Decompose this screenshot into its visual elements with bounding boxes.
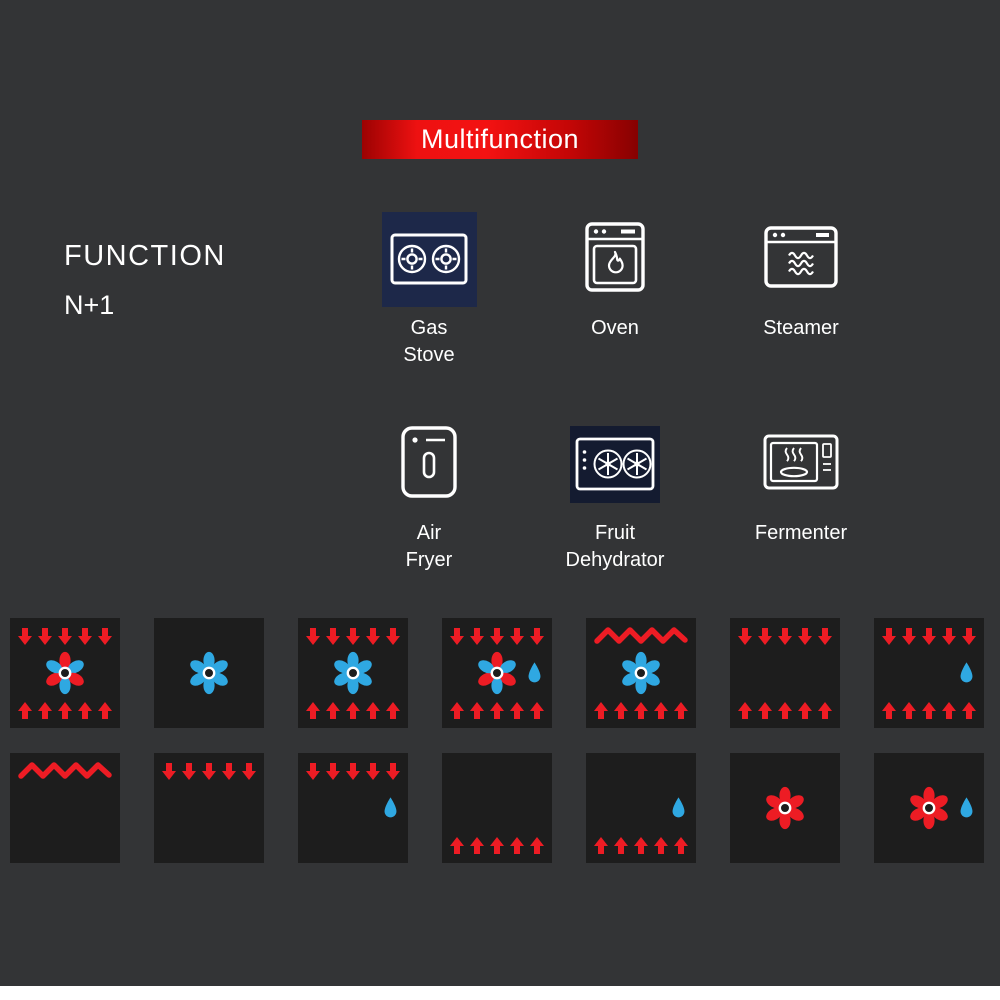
mode-tile-13: [730, 753, 840, 863]
mode-tile-9: [154, 753, 264, 863]
steam-droplet-icon: [670, 797, 687, 820]
appliance-air-fryer: Air Fryer: [340, 415, 518, 574]
mode-tile-12: [586, 753, 696, 863]
grill-element-icon: [18, 762, 112, 780]
mode-tile-2: [154, 618, 264, 728]
heat-arrows-up-icon: [594, 701, 688, 719]
appliance-steamer: Steamer: [712, 210, 890, 369]
fan-red-blue-icon: [41, 645, 89, 701]
heat-arrows-up-icon: [306, 701, 400, 719]
fermenter-icon-box: [763, 415, 839, 513]
gas-stove-icon-box: [381, 210, 477, 308]
function-heading-line1: FUNCTION: [64, 240, 226, 272]
mode-tile-8: [10, 753, 120, 863]
appliance-label-fruit-dehydrator: Fruit Dehydrator: [565, 522, 665, 571]
appliance-grid: Gas Stove Oven: [340, 210, 890, 574]
fruit-dehydrator-icon-box: [570, 415, 660, 513]
heat-arrows-down-icon: [306, 627, 400, 645]
heat-arrows-up-icon: [738, 701, 832, 719]
steamer-icon: [764, 225, 838, 293]
appliance-fruit-dehydrator: Fruit Dehydrator: [526, 415, 704, 574]
appliance-label-steamer: Steamer: [763, 317, 839, 339]
mode-tile-10: [298, 753, 408, 863]
heat-arrows-down-icon: [18, 627, 112, 645]
appliance-oven: Oven: [526, 210, 704, 369]
mode-tile-5: [586, 618, 696, 728]
heat-arrows-down-icon: [738, 627, 832, 645]
oven-icon: [585, 221, 645, 297]
mode-tile-6: [730, 618, 840, 728]
grill-element-icon: [594, 627, 688, 645]
mode-tile-3: [298, 618, 408, 728]
mode-tile-11: [442, 753, 552, 863]
fan-red-icon: [905, 780, 953, 836]
fan-blue-icon: [185, 645, 233, 701]
mode-tile-14: [874, 753, 984, 863]
air-fryer-icon: [401, 425, 457, 503]
steam-droplet-icon: [958, 662, 975, 685]
mode-tile-7: [874, 618, 984, 728]
mode-tile-1: [10, 618, 120, 728]
oven-icon-box: [585, 210, 645, 308]
appliance-label-gas-stove: Gas Stove: [403, 317, 455, 366]
heat-arrows-down-icon: [306, 762, 400, 780]
function-heading-line2: N+1: [64, 290, 115, 320]
fan-blue-icon: [617, 645, 665, 701]
fermenter-icon: [763, 434, 839, 495]
gas-stove-icon: [381, 211, 477, 307]
steam-droplet-icon: [958, 797, 975, 820]
steamer-icon-box: [764, 210, 838, 308]
heat-arrows-down-icon: [450, 627, 544, 645]
fan-red-icon: [761, 780, 809, 836]
mode-tile-4: [442, 618, 552, 728]
bottom-white-strip: [0, 986, 1000, 1000]
heat-arrows-up-icon: [450, 836, 544, 854]
fan-blue-icon: [329, 645, 377, 701]
heat-arrows-down-icon: [882, 627, 976, 645]
appliance-label-oven: Oven: [591, 317, 639, 339]
fruit-dehydrator-icon: [570, 425, 660, 503]
appliance-label-fermenter: Fermenter: [754, 522, 848, 544]
function-heading: FUNCTION N+1: [64, 240, 226, 321]
heat-arrows-up-icon: [450, 701, 544, 719]
heat-arrows-down-icon: [162, 762, 256, 780]
appliance-label-air-fryer: Air Fryer: [405, 522, 453, 571]
steam-droplet-icon: [526, 662, 543, 685]
appliance-fermenter: Fermenter: [712, 415, 890, 574]
heat-arrows-up-icon: [882, 701, 976, 719]
banner-title: Multifunction: [420, 124, 580, 154]
steam-droplet-icon: [382, 797, 399, 820]
appliance-gas-stove: Gas Stove: [340, 210, 518, 369]
air-fryer-icon-box: [401, 415, 457, 513]
mode-tiles-grid: [10, 618, 984, 863]
banner: Multifunction: [362, 120, 638, 159]
fan-red-blue-icon: [473, 645, 521, 701]
heat-arrows-up-icon: [18, 701, 112, 719]
heat-arrows-up-icon: [594, 836, 688, 854]
